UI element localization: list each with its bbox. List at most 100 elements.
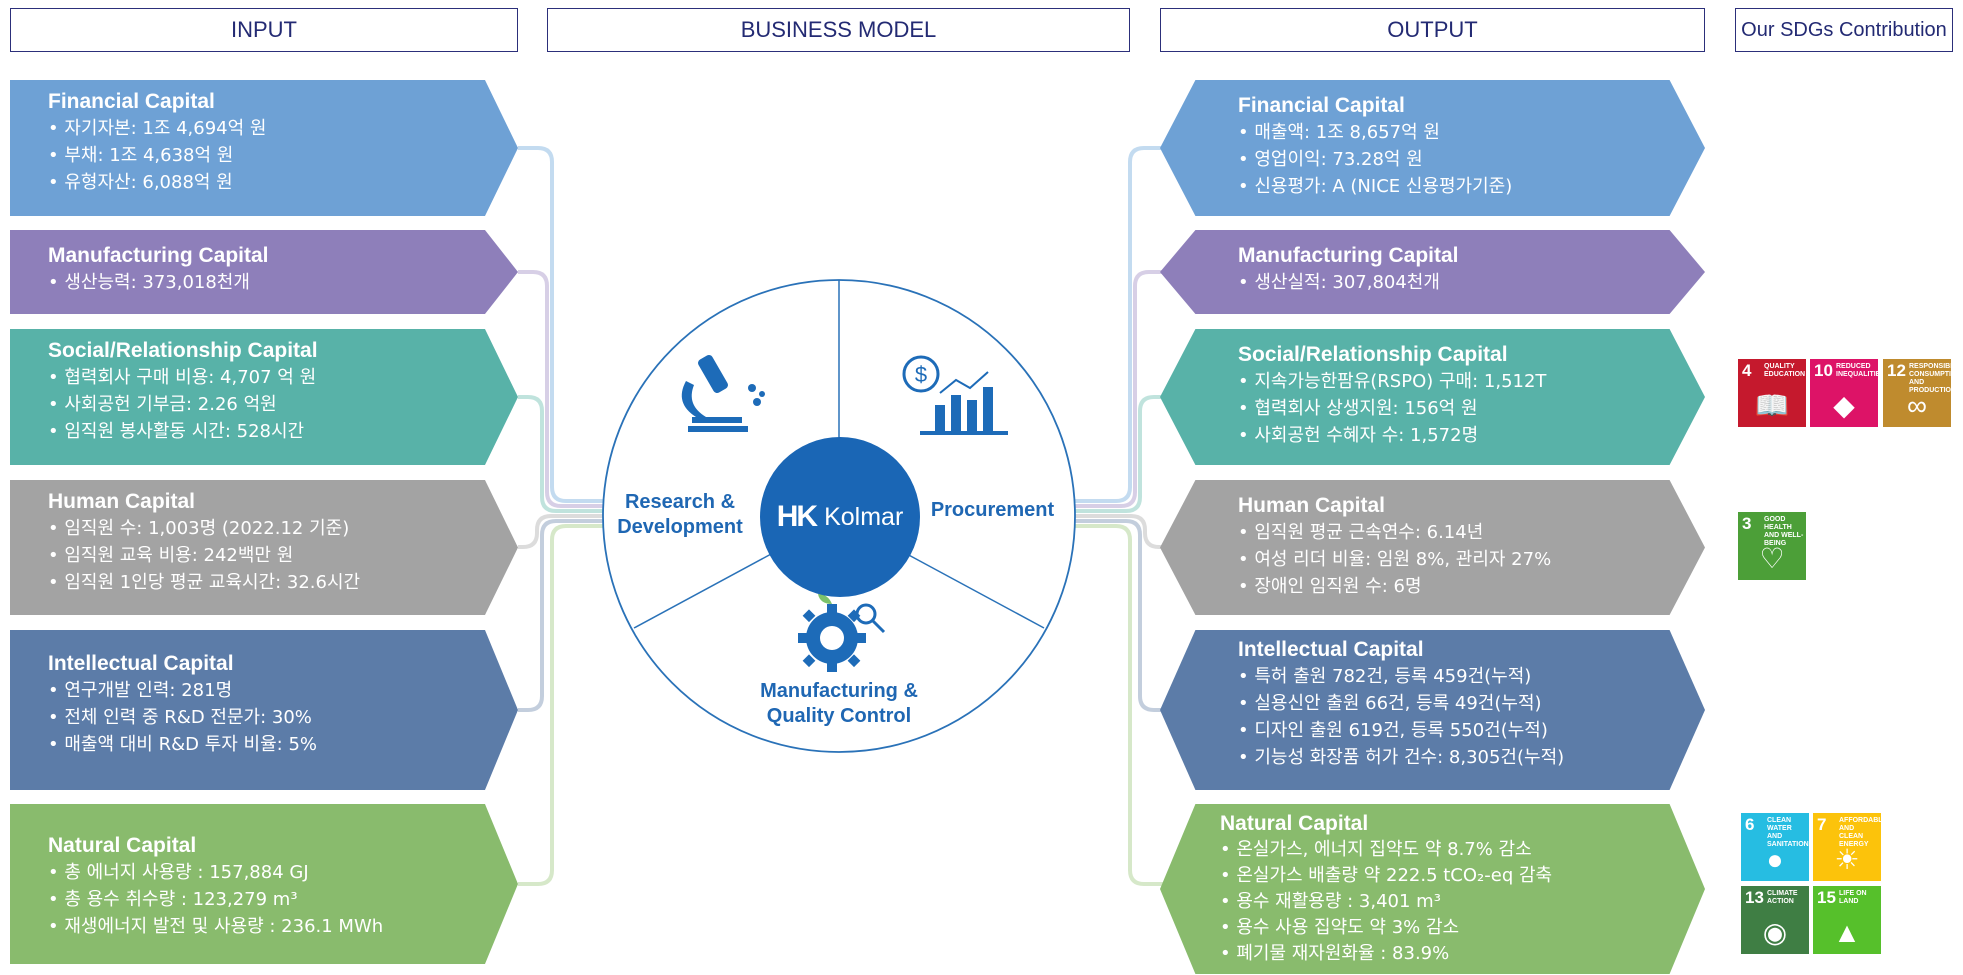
band-item: 임직원 평균 근속연수: 6.14년 bbox=[1238, 519, 1705, 546]
gear-magnifier-icon bbox=[798, 594, 886, 672]
sdg-13-tile: 13 Climate Action ◉ bbox=[1741, 886, 1809, 954]
input-intellectual-capital: Intellectual Capital 연구개발 인력: 281명 전체 인력… bbox=[10, 630, 518, 790]
sdg-12-tile: 12 Responsible Consumption and Productio… bbox=[1883, 359, 1962, 427]
output-manufacturing-capital: Manufacturing Capital 생산실적: 307,804천개 bbox=[1160, 230, 1705, 314]
input-financial-capital: Financial Capital 자기자본: 1조 4,694억 원 부채: … bbox=[10, 80, 518, 216]
output-connector bbox=[1075, 514, 1166, 549]
sdg-label: Responsible Consumption and Production bbox=[1909, 363, 1962, 394]
band-item: 생산능력: 373,018천개 bbox=[48, 269, 518, 296]
kolmar-logo-mark: HK bbox=[776, 500, 818, 533]
input-connector bbox=[518, 519, 603, 712]
band-item: 총 용수 취수량 : 123,279 m³ bbox=[48, 886, 518, 913]
band-item: 실용신안 출원 66건, 등록 49건(누적) bbox=[1238, 690, 1705, 717]
band-item: 협력회사 상생지원: 156억 원 bbox=[1238, 395, 1705, 422]
band-item: 장애인 임직원 수: 6명 bbox=[1238, 573, 1705, 600]
water-icon: ● bbox=[1766, 844, 1784, 875]
band-item: 임직원 1인당 평균 교육시간: 32.6시간 bbox=[48, 569, 518, 596]
microscope-icon bbox=[681, 355, 765, 432]
band-item: 특허 출원 782건, 등록 459건(누적) bbox=[1238, 663, 1705, 690]
band-item: 신용평가: A (NICE 신용평가기준) bbox=[1238, 173, 1705, 200]
band-item: 온실가스, 에너지 집약도 약 8.7% 감소 bbox=[1220, 837, 1705, 863]
heartbeat-icon: ♡ bbox=[1759, 543, 1785, 574]
band-item: 재생에너지 발전 및 사용량 : 236.1 MWh bbox=[48, 913, 518, 940]
output-natural-capital: Natural Capital 온실가스, 에너지 집약도 약 8.7% 감소 … bbox=[1160, 804, 1705, 974]
segment-divider bbox=[904, 552, 1045, 629]
sdg-number: 10 bbox=[1814, 361, 1833, 380]
sun-icon: ☀ bbox=[1834, 844, 1860, 875]
band-item: 지속가능한팜유(RSPO) 구매: 1,512T bbox=[1238, 368, 1705, 395]
band-item: 임직원 수: 1,003명 (2022.12 기준) bbox=[48, 515, 518, 542]
band-title: Intellectual Capital bbox=[1238, 638, 1424, 661]
band-item: 디자인 출원 619건, 등록 550건(누적) bbox=[1238, 717, 1705, 744]
equality-icon: ◆ bbox=[1833, 390, 1855, 421]
band-item: 여성 리더 비율: 임원 8%, 관리자 27% bbox=[1238, 546, 1705, 573]
sdg-15-tile: 15 Life on Land ▲ bbox=[1813, 886, 1881, 954]
procurement-label: Procurement bbox=[930, 499, 1055, 521]
book-icon: 📖 bbox=[1754, 390, 1790, 421]
band-item: 임직원 봉사활동 시간: 528시간 bbox=[48, 418, 518, 445]
output-connector bbox=[1075, 524, 1166, 886]
eye-globe-icon: ◉ bbox=[1762, 917, 1788, 948]
infinity-icon: ∞ bbox=[1907, 390, 1927, 421]
sdg-7-tile: 7 Affordable and Clean Energy ☀ bbox=[1813, 813, 1887, 881]
sdg-label: Clean Water and Sanitation bbox=[1767, 817, 1809, 848]
band-item: 사회공헌 수혜자 수: 1,572명 bbox=[1238, 422, 1705, 449]
sdg-3-tile: 3 Good Health and Well-Being ♡ bbox=[1738, 512, 1806, 580]
band-title: Natural Capital bbox=[1220, 812, 1369, 835]
band-title: Human Capital bbox=[48, 490, 196, 513]
band-item: 매출액: 1조 8,657억 원 bbox=[1238, 119, 1705, 146]
band-title: Natural Capital bbox=[48, 834, 197, 857]
band-item: 영업이익: 73.28억 원 bbox=[1238, 146, 1705, 173]
input-header: INPUT bbox=[10, 8, 518, 52]
band-item: 온실가스 배출량 약 222.5 tCO₂-eq 감축 bbox=[1220, 863, 1705, 889]
output-social-relationship-capital: Social/Relationship Capital 지속가능한팜유(RSPO… bbox=[1160, 329, 1705, 465]
output-human-capital: Human Capital 임직원 평균 근속연수: 6.14년 여성 리더 비… bbox=[1160, 480, 1705, 615]
sdg-4-tile: 4 Quality Education 📖 bbox=[1738, 359, 1806, 427]
band-title: Intellectual Capital bbox=[48, 652, 234, 675]
output-header: OUTPUT bbox=[1160, 8, 1705, 52]
rd-label-line2: Development bbox=[617, 516, 743, 538]
input-connector bbox=[518, 395, 603, 513]
mqc-label-line1: Manufacturing & bbox=[760, 680, 918, 702]
band-title: Financial Capital bbox=[48, 90, 215, 113]
band-item: 자기자본: 1조 4,694억 원 bbox=[48, 115, 518, 142]
input-connector bbox=[518, 270, 603, 508]
output-financial-capital: Financial Capital 매출액: 1조 8,657억 원 영업이익:… bbox=[1160, 80, 1705, 216]
input-connector bbox=[518, 524, 603, 886]
band-title: Social/Relationship Capital bbox=[48, 339, 318, 362]
band-title: Financial Capital bbox=[1238, 94, 1405, 117]
band-item: 협력회사 구매 비용: 4,707 억 원 bbox=[48, 364, 518, 391]
band-title: Manufacturing Capital bbox=[48, 244, 269, 267]
sdgs-header: Our SDGs Contribution bbox=[1735, 8, 1953, 52]
output-connector bbox=[1075, 146, 1166, 503]
kolmar-logo-text: Kolmar bbox=[824, 502, 904, 531]
output-connector bbox=[1075, 270, 1166, 508]
sdg-label: Reduced Inequalities bbox=[1836, 363, 1886, 378]
band-title: Manufacturing Capital bbox=[1238, 244, 1459, 267]
business-model-header: BUSINESS MODEL bbox=[547, 8, 1130, 52]
procurement-chart-icon: $ bbox=[902, 355, 1008, 435]
sdg-number: 15 bbox=[1817, 888, 1836, 907]
tree-icon: ▲ bbox=[1833, 917, 1861, 948]
band-item: 폐기물 재자원화율 : 83.9% bbox=[1220, 941, 1705, 967]
band-item: 전체 인력 중 R&D 전문가: 30% bbox=[48, 704, 518, 731]
input-connector bbox=[518, 146, 603, 503]
band-item: 용수 사용 집약도 약 3% 감소 bbox=[1220, 915, 1705, 941]
sdg-label: Quality Education bbox=[1764, 363, 1806, 378]
sdg-10-tile: 10 Reduced Inequalities ◆ bbox=[1810, 359, 1886, 427]
sdg-number: 4 bbox=[1742, 361, 1752, 380]
band-item: 연구개발 인력: 281명 bbox=[48, 677, 518, 704]
band-item: 사회공헌 기부금: 2.26 억원 bbox=[48, 391, 518, 418]
sdg-number: 7 bbox=[1817, 815, 1827, 834]
segment-divider bbox=[633, 552, 774, 629]
input-connector bbox=[518, 514, 603, 549]
sdg-label: Good Health and Well-Being bbox=[1764, 516, 1804, 547]
rd-label: Research & Development bbox=[605, 490, 755, 540]
mqc-label-line2: Quality Control bbox=[766, 705, 912, 727]
sdg-number: 3 bbox=[1742, 514, 1752, 533]
band-title: Social/Relationship Capital bbox=[1238, 343, 1508, 366]
sdg-number: 6 bbox=[1745, 815, 1755, 834]
band-item: 매출액 대비 R&D 투자 비율: 5% bbox=[48, 731, 518, 758]
input-social-relationship-capital: Social/Relationship Capital 협력회사 구매 비용: … bbox=[10, 329, 518, 465]
rd-label-line1: Research & bbox=[624, 491, 736, 513]
